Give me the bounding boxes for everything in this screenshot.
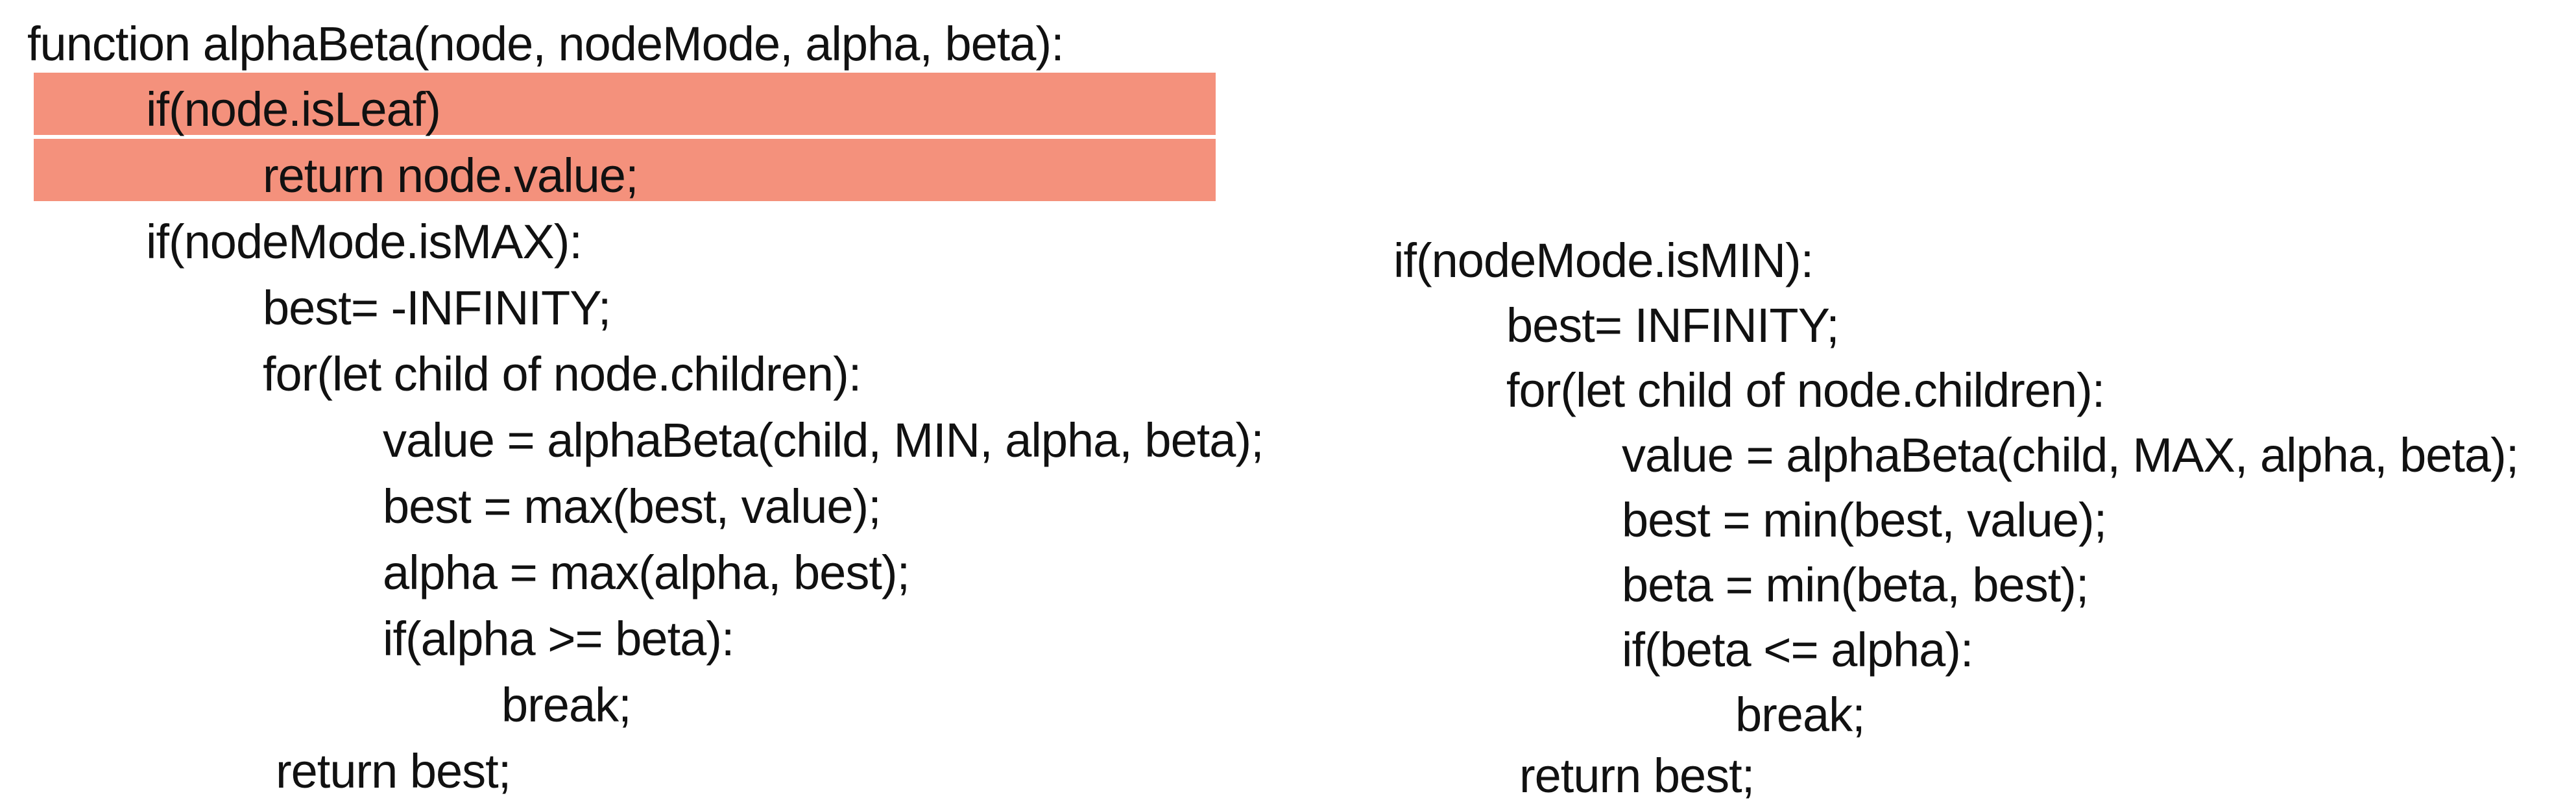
- code-line-min-return: return best;: [1519, 749, 1755, 803]
- code-line-max-check: if(nodeMode.isMAX):: [146, 215, 583, 269]
- code-line-max-best-init: best= -INFINITY;: [263, 281, 611, 335]
- code-line-max-best-update: best = max(best, value);: [383, 479, 882, 533]
- code-line-max-return: return best;: [276, 744, 511, 798]
- code-line-leaf-check: if(node.isLeaf): [146, 82, 441, 136]
- code-line-min-check: if(nodeMode.isMIN):: [1393, 234, 1814, 287]
- code-line-min-recurse: value = alphaBeta(child, MAX, alpha, bet…: [1622, 428, 2519, 482]
- code-line-max-break: break;: [501, 678, 632, 732]
- highlight-leaf-return: [34, 139, 1216, 201]
- code-line-function-signature: function alphaBeta(node, nodeMode, alpha…: [27, 17, 1065, 71]
- code-line-alpha-update: alpha = max(alpha, best);: [383, 546, 910, 599]
- code-line-min-for-loop: for(let child of node.children):: [1506, 363, 2105, 417]
- code-line-min-break: break;: [1735, 688, 1866, 742]
- code-line-alpha-cutoff-check: if(alpha >= beta):: [383, 612, 734, 666]
- code-line-min-best-update: best = min(best, value);: [1622, 493, 2107, 547]
- code-line-max-recurse: value = alphaBeta(child, MIN, alpha, bet…: [383, 413, 1264, 467]
- code-line-max-for-loop: for(let child of node.children):: [263, 347, 861, 401]
- code-line-leaf-return: return node.value;: [263, 149, 639, 202]
- code-line-beta-update: beta = min(beta, best);: [1622, 558, 2089, 612]
- code-line-min-best-init: best= INFINITY;: [1506, 298, 1840, 352]
- code-line-beta-cutoff-check: if(beta <= alpha):: [1622, 623, 1973, 677]
- highlight-leaf-check: [34, 73, 1216, 135]
